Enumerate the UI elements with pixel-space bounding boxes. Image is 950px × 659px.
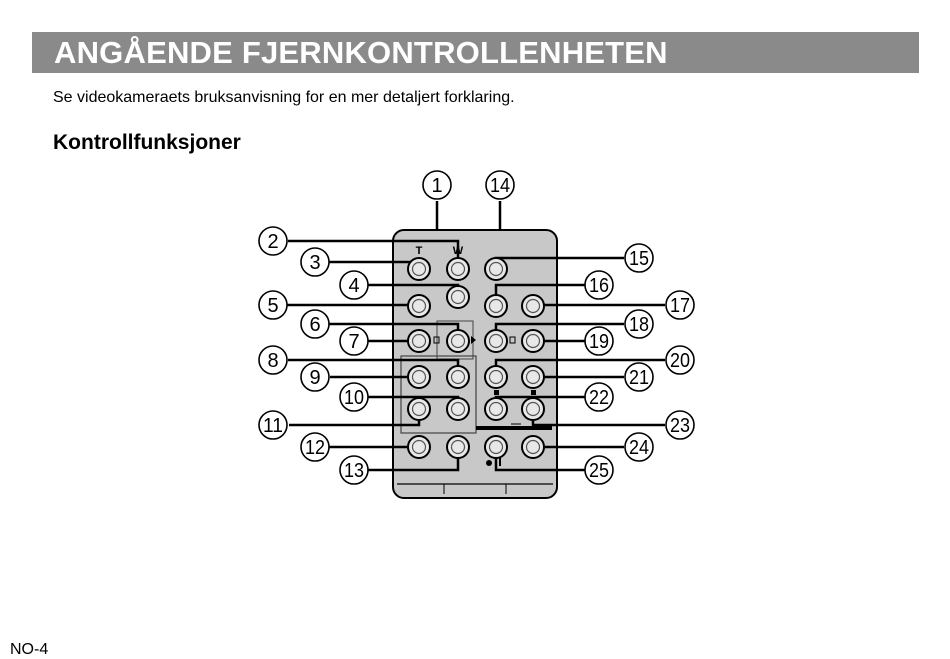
remote-button [407,329,431,353]
svg-text:20: 20 [670,350,690,372]
callout-number: 16 [584,270,614,300]
svg-text:1: 1 [431,175,442,197]
remote-button [407,257,431,281]
remote-button [407,294,431,318]
svg-text:5: 5 [267,295,278,317]
svg-text:21: 21 [629,367,649,389]
callout-number: 15 [624,243,654,273]
svg-text:12: 12 [305,437,325,459]
remote-button [484,365,508,389]
svg-text:15: 15 [629,248,649,270]
callout-number: 17 [665,290,695,320]
svg-text:14: 14 [490,175,510,197]
remote-button [407,365,431,389]
remote-button [407,435,431,459]
callout-number: 21 [624,362,654,392]
page-number: NO-4 [10,641,49,658]
callout-number: 24 [624,432,654,462]
svg-text:13: 13 [344,460,364,482]
callout-number: 13 [339,455,369,485]
svg-text:22: 22 [589,387,609,409]
remote-button [407,397,431,421]
svg-text:25: 25 [589,460,609,482]
remote-button [446,365,470,389]
svg-text:9: 9 [309,367,320,389]
remote-button [446,397,470,421]
callout-number: 2 [258,226,288,256]
remote-button [521,365,545,389]
svg-text:23: 23 [670,415,690,437]
callout-number: 10 [339,382,369,412]
callout-number: 19 [584,326,614,356]
svg-text:7: 7 [348,331,359,353]
svg-text:3: 3 [309,252,320,274]
callout-number: 1 [422,170,452,200]
callout-number: 14 [485,170,515,200]
title-banner: ANGÅENDE FJERNKONTROLLENHETEN [32,32,919,73]
callout-number: 9 [300,362,330,392]
page-title: ANGÅENDE FJERNKONTROLLENHETEN [54,35,668,70]
callout-number: 5 [258,290,288,320]
callout-number: 22 [584,382,614,412]
remote-button [521,435,545,459]
callout-number: 23 [665,410,695,440]
svg-text:17: 17 [670,295,690,317]
callout-number: 18 [624,309,654,339]
button-group-frame [400,355,477,434]
callout-number: 12 [300,432,330,462]
remote-button [521,397,545,421]
callout-number: 25 [584,455,614,485]
remote-button [484,397,508,421]
callout-number: 11 [258,410,288,440]
tele-mark: T [416,245,423,257]
remote-button [484,329,508,353]
svg-text:24: 24 [629,437,649,459]
callout-number: 3 [300,247,330,277]
svg-text:10: 10 [344,387,364,409]
svg-text:4: 4 [348,275,359,297]
remote-button [521,294,545,318]
callout-number: 8 [258,345,288,375]
remote-button [446,257,470,281]
svg-text:2: 2 [267,231,278,253]
intro-text: Se videokameraets bruksanvisning for en … [53,89,515,106]
callout-number: 6 [300,309,330,339]
remote-button [484,257,508,281]
remote-button [446,329,470,353]
divider-bar [476,426,552,430]
remote-button [484,435,508,459]
svg-text:6: 6 [309,314,320,336]
remote-button [484,294,508,318]
svg-text:8: 8 [267,350,278,372]
remote-button [446,285,470,309]
callout-number: 7 [339,326,369,356]
svg-text:19: 19 [589,331,609,353]
callout-number: 20 [665,345,695,375]
remote-button [446,435,470,459]
svg-text:11: 11 [263,415,283,437]
callout-number: 4 [339,270,369,300]
section-heading: Kontrollfunksjoner [53,131,241,154]
remote-button [521,329,545,353]
svg-text:16: 16 [589,275,609,297]
remote-body [392,229,558,499]
svg-text:18: 18 [629,314,649,336]
